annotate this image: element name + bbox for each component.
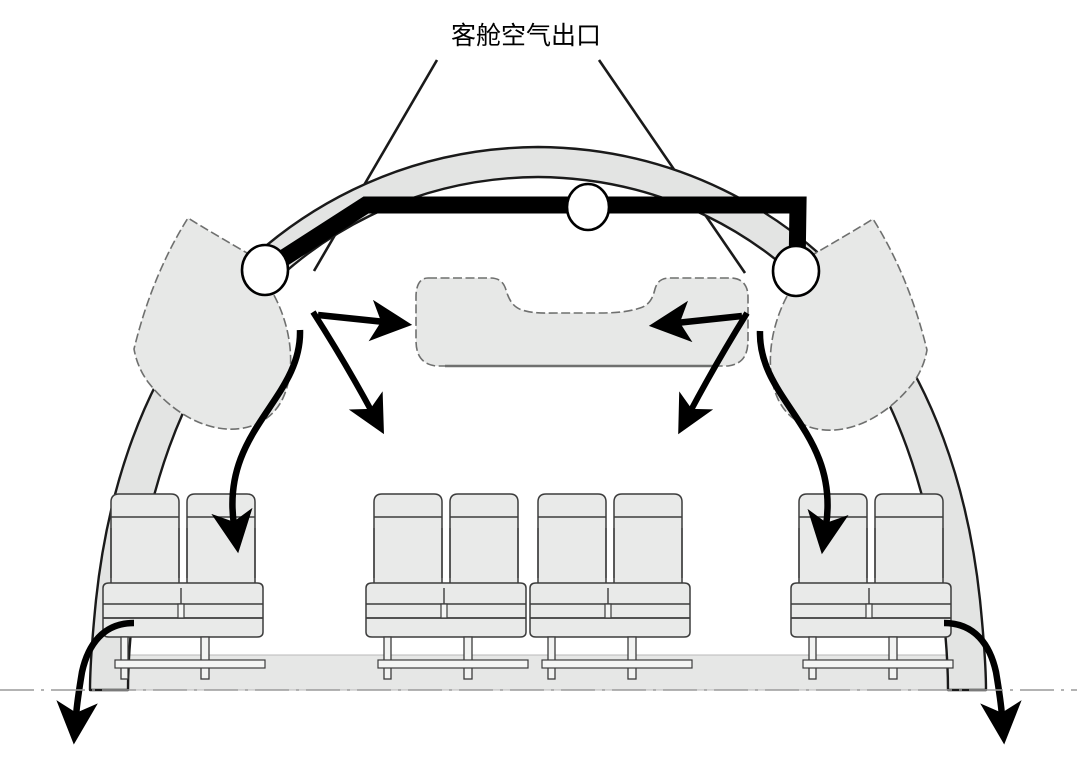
page-title: 客舱空气出口 — [451, 22, 601, 50]
seat-group-center-right — [529, 493, 693, 680]
seat-group-center-left — [365, 493, 529, 680]
arrow-left-inward-to-bin — [317, 299, 413, 342]
seat-group-right — [790, 493, 954, 680]
air-outlet-left[interactable] — [240, 243, 290, 297]
arrow-left-curve-to-seats — [211, 329, 304, 554]
arrow-right-diagonal-down — [678, 311, 750, 435]
arrow-left-floor-exit — [56, 619, 135, 745]
arrow-left-diagonal-down — [310, 310, 384, 435]
arrow-right-floor-exit — [943, 619, 1022, 745]
overhead-bin-center — [415, 277, 749, 367]
air-outlet-right[interactable] — [771, 244, 821, 298]
air-outlet-center[interactable] — [565, 182, 611, 232]
leader-line-right — [597, 59, 747, 274]
arrow-right-curve-to-seats — [756, 330, 849, 555]
arrow-right-inward-to-bin — [648, 300, 743, 343]
seat-group-left — [102, 493, 266, 680]
